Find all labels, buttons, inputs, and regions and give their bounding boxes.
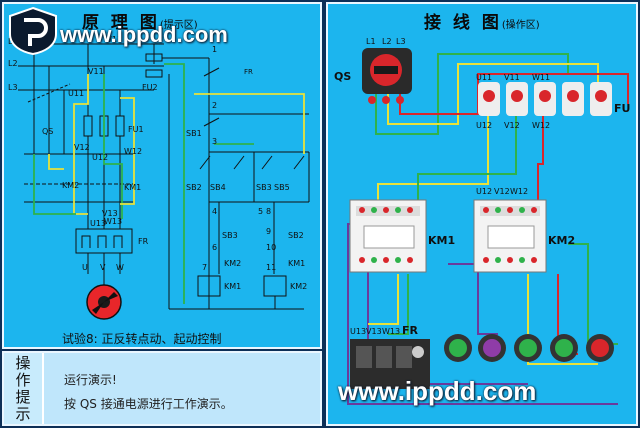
fr-relay (350, 339, 430, 389)
site-logo-icon (9, 6, 57, 56)
svg-text:6: 6 (212, 243, 217, 252)
svg-text:1: 1 (212, 45, 217, 54)
svg-text:QS: QS (42, 127, 53, 136)
fu-fuses (478, 82, 612, 116)
svg-text:V12: V12 (494, 187, 510, 196)
svg-text:FU: FU (614, 102, 630, 115)
svg-text:11: 11 (266, 263, 276, 272)
svg-text:FR: FR (138, 237, 149, 246)
svg-text:8: 8 (266, 207, 271, 216)
svg-text:KM2: KM2 (290, 282, 307, 291)
svg-text:L2: L2 (382, 37, 392, 46)
tip-message-run: 运行演示! (64, 373, 117, 387)
svg-text:KM1: KM1 (224, 282, 241, 291)
svg-text:V: V (100, 263, 106, 272)
wiring-diagram: L1 L2 L3 QS FU KM1 KM2 FR U11 V11 W11 U1… (334, 37, 630, 405)
svg-text:W13: W13 (104, 217, 122, 226)
svg-text:W12: W12 (510, 187, 528, 196)
svg-text:7: 7 (202, 263, 207, 272)
svg-text:L2: L2 (8, 59, 18, 68)
svg-text:W13: W13 (382, 327, 400, 336)
svg-text:KM2: KM2 (548, 234, 575, 247)
svg-text:W11: W11 (104, 35, 122, 44)
experiment-caption: 试验8: 正反转点动、起动控制 (62, 332, 222, 346)
svg-text:L1: L1 (366, 37, 376, 46)
svg-text:U12: U12 (476, 121, 492, 130)
svg-text:FR: FR (402, 324, 419, 337)
svg-text:V12: V12 (504, 121, 520, 130)
qs-switch[interactable] (362, 48, 412, 104)
svg-text:W12: W12 (124, 147, 142, 156)
watermark-bottom: www.ippdd.com (338, 376, 537, 406)
svg-text:W12: W12 (532, 121, 550, 130)
svg-text:FU1: FU1 (128, 125, 144, 134)
svg-text:W: W (116, 263, 124, 272)
svg-text:U12: U12 (92, 153, 108, 162)
svg-text:V11: V11 (504, 73, 520, 82)
km2-contactor (473, 199, 547, 273)
svg-text:KM2: KM2 (62, 181, 79, 190)
schematic-diagram: L1 L2 L3 QS FU1 FU2 FR W11 V11 U11 U12 V… (8, 35, 310, 320)
svg-text:U13: U13 (90, 219, 106, 228)
wiring-title: 接 线 图(操作区) (424, 13, 540, 33)
svg-text:V12: V12 (74, 143, 90, 152)
svg-text:U11: U11 (68, 89, 84, 98)
wiring-panel: 接 线 图(操作区) (326, 2, 638, 426)
operation-tips-panel: 操作提示 运行演示! 按 QS 接通电源进行工作演示。 (2, 351, 322, 426)
svg-text:3: 3 (212, 137, 217, 146)
svg-text:V13: V13 (366, 327, 382, 336)
svg-text:L3: L3 (8, 83, 18, 92)
svg-text:U12: U12 (476, 187, 492, 196)
svg-text:L3: L3 (396, 37, 406, 46)
svg-text:9: 9 (266, 227, 271, 236)
watermark-top: www.ippdd.com (60, 22, 228, 47)
svg-text:SB4: SB4 (210, 183, 226, 192)
svg-text:SB1: SB1 (186, 129, 202, 138)
svg-text:SB2: SB2 (288, 231, 304, 240)
svg-text:SB5: SB5 (274, 183, 290, 192)
svg-text:SB3: SB3 (222, 231, 238, 240)
svg-text:W11: W11 (532, 73, 550, 82)
svg-text:4: 4 (212, 207, 217, 216)
push-buttons[interactable] (444, 334, 614, 362)
svg-text:FR: FR (244, 68, 253, 76)
svg-text:FU2: FU2 (142, 83, 158, 92)
svg-text:QS: QS (334, 70, 351, 83)
operation-tips-label: 操作提示 (4, 353, 44, 424)
svg-text:KM1: KM1 (288, 259, 305, 268)
svg-text:U13: U13 (350, 327, 366, 336)
svg-text:KM1: KM1 (124, 183, 141, 192)
svg-text:SB3: SB3 (256, 183, 272, 192)
svg-text:KM1: KM1 (428, 234, 455, 247)
km1-contactor (349, 199, 427, 273)
svg-text:SB2: SB2 (186, 183, 202, 192)
svg-text:V13: V13 (102, 209, 118, 218)
svg-text:2: 2 (212, 101, 217, 110)
schematic-title: 原 理 图(提示区) (82, 13, 198, 33)
svg-text:5: 5 (258, 207, 263, 216)
svg-text:U: U (82, 263, 88, 272)
svg-text:U11: U11 (476, 73, 492, 82)
svg-text:V11: V11 (88, 67, 104, 76)
tip-message-qs: 按 QS 接通电源进行工作演示。 (64, 397, 233, 411)
svg-text:KM2: KM2 (224, 259, 241, 268)
svg-text:10: 10 (266, 243, 276, 252)
